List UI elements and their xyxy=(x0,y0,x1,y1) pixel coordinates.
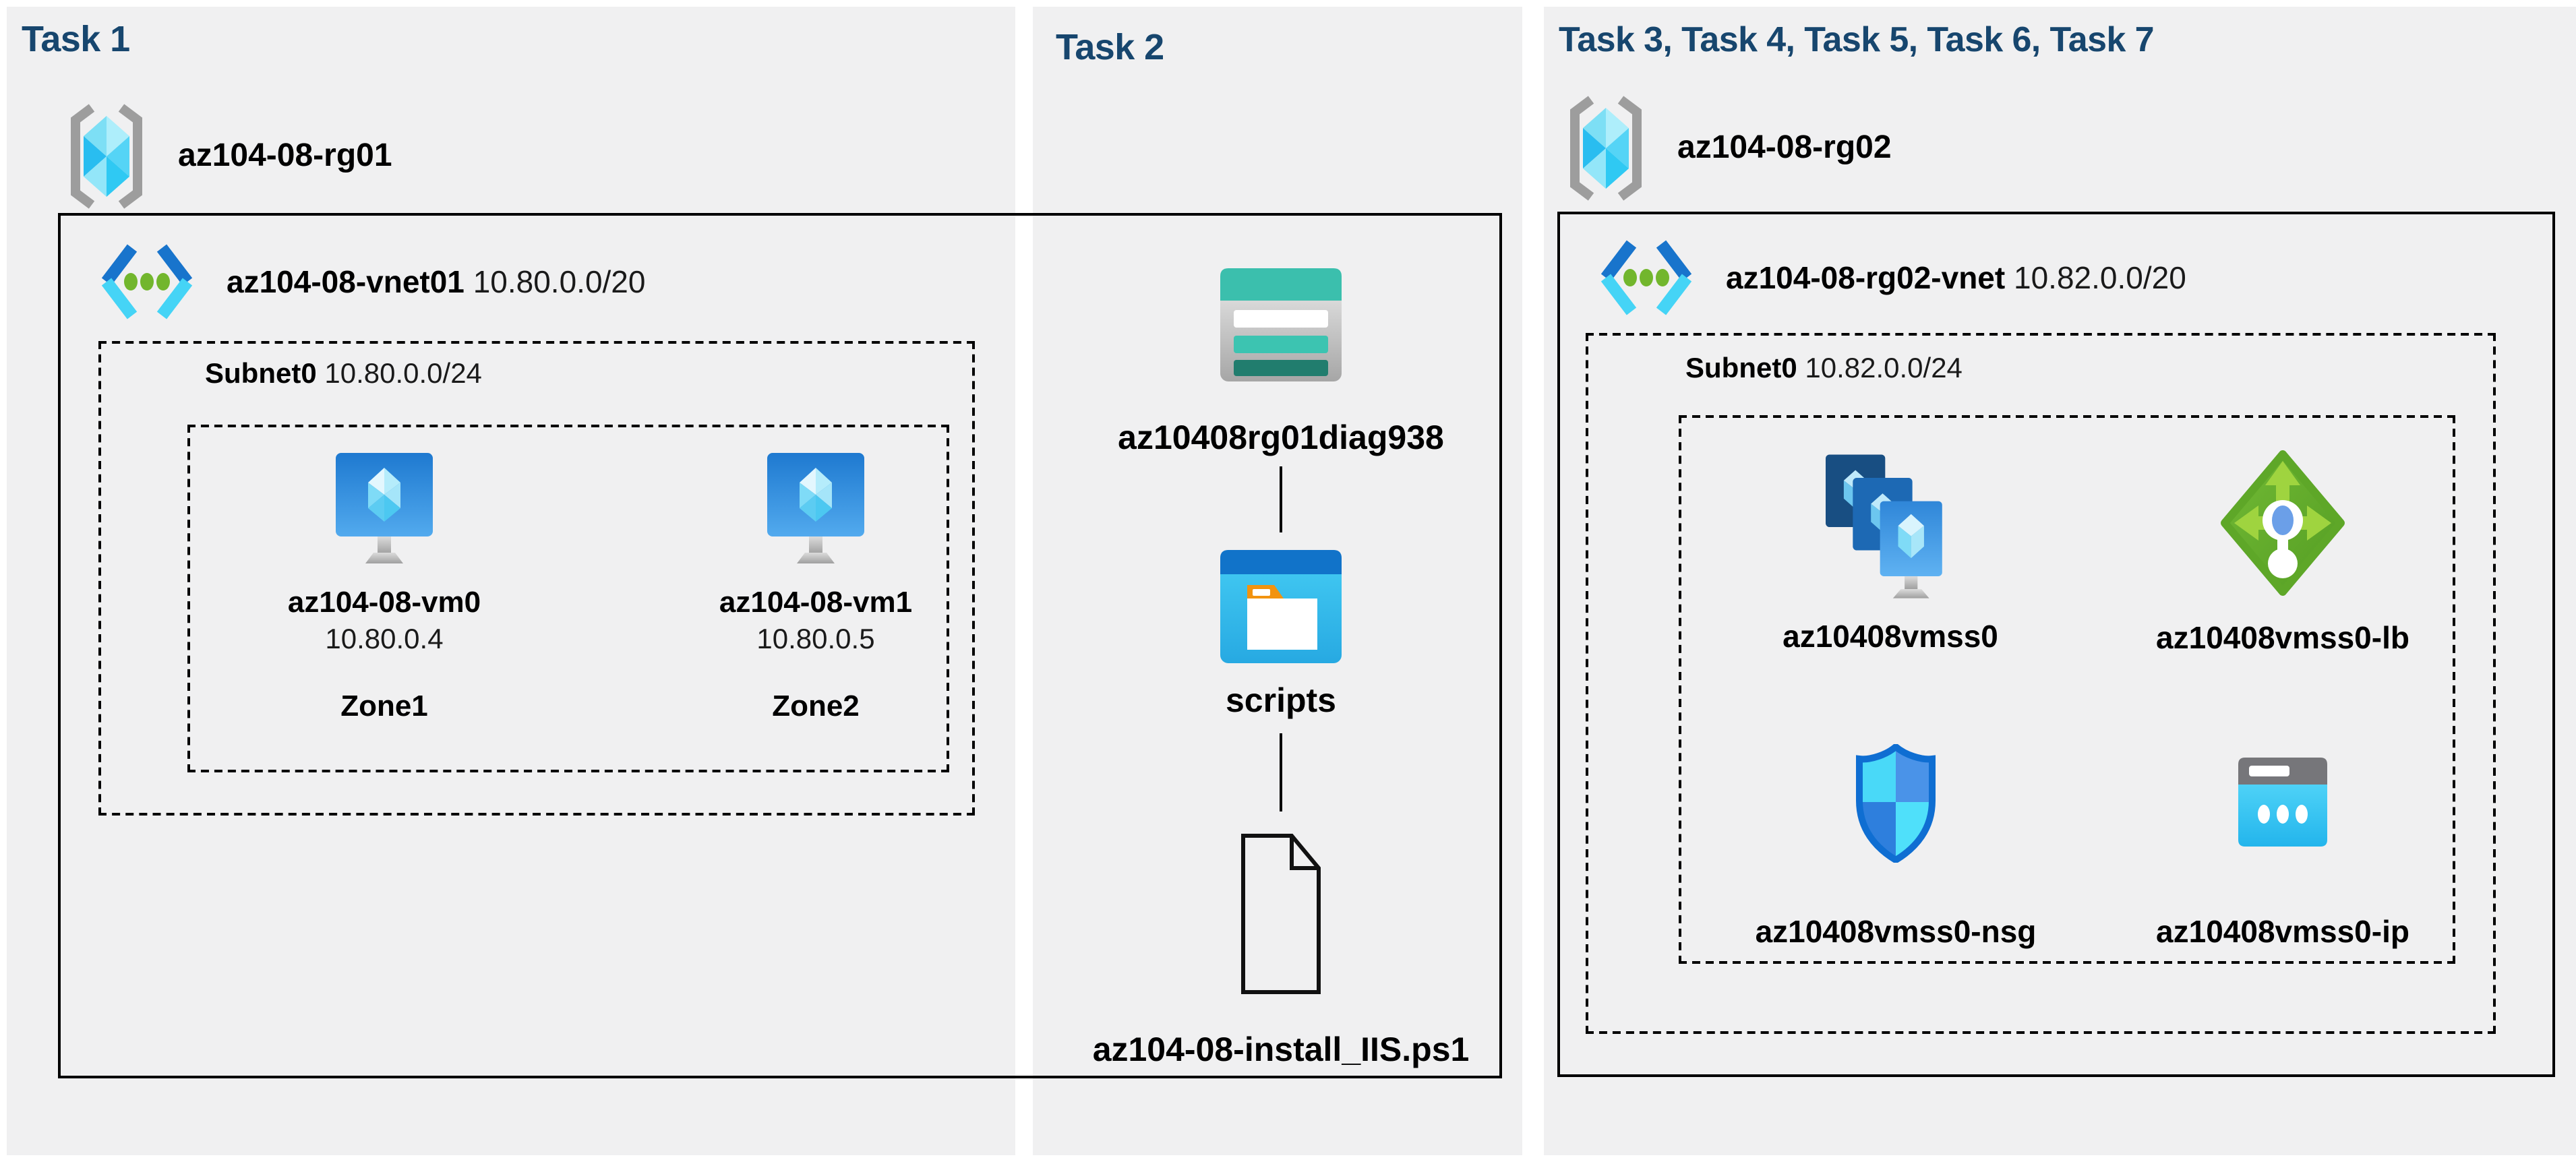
vm-ip: 10.80.0.5 xyxy=(756,624,875,655)
blob-container-node: scripts xyxy=(1079,550,1483,721)
nsg-name: az10408vmss0-nsg xyxy=(1755,914,2037,949)
resource-group-row-rg01: az104-08-rg01 xyxy=(65,100,392,213)
panel-task3 xyxy=(1544,7,2576,1155)
subnet0-dashed-box-left xyxy=(98,341,975,816)
task2-title: Task 2 xyxy=(1056,27,1164,67)
vm-node-vm1: az104-08-vm1 10.80.0.5 Zone2 xyxy=(667,450,964,724)
vnet02-boundary-box xyxy=(1557,212,2555,1077)
vmss-node: az10408vmss0 xyxy=(1742,454,2039,655)
task1-title: Task 1 xyxy=(22,19,130,59)
public-ip-node: az10408vmss0-ip xyxy=(2134,758,2431,950)
subnet-name: Subnet0 xyxy=(205,359,317,390)
public-ip-name: az10408vmss0-ip xyxy=(2156,914,2409,949)
vmss-name: az10408vmss0 xyxy=(1783,619,1998,654)
script-file-node: az104-08-install_IIS.ps1 xyxy=(1079,832,1483,1070)
vnet-cidr: 10.80.0.0/20 xyxy=(473,264,646,299)
vm-zone-dashed-box xyxy=(187,425,949,772)
vnet-label: az104-08-rg02-vnet 10.82.0.0/20 xyxy=(1726,259,2186,296)
vmss-dashed-box xyxy=(1679,415,2455,964)
blob-container-name: scripts xyxy=(1226,682,1336,720)
load-balancer-name: az10408vmss0-lb xyxy=(2156,620,2409,655)
storage-account-icon xyxy=(1220,268,1342,381)
load-balancer-node: az10408vmss0-lb xyxy=(2134,450,2431,656)
vm-zone: Zone2 xyxy=(772,689,860,723)
vm-scale-set-icon xyxy=(1826,454,1955,600)
vm-name: az104-08-vm0 xyxy=(287,585,481,619)
virtual-machine-icon xyxy=(765,450,867,566)
subnet0-dashed-box-right xyxy=(1586,333,2496,1034)
network-security-group-icon xyxy=(1854,744,1938,863)
load-balancer-icon xyxy=(2221,450,2345,596)
subnet-cidr: 10.82.0.0/24 xyxy=(1805,353,1963,384)
vnet-row-vnet02: az104-08-rg02-vnet 10.82.0.0/20 xyxy=(1596,240,2186,315)
task3-title: Task 3, Task 4, Task 5, Task 6, Task 7 xyxy=(1559,19,2155,59)
panel-task1 xyxy=(7,7,1015,1155)
resource-group-icon xyxy=(1564,92,1648,205)
resource-group-name: az104-08-rg02 xyxy=(1677,129,1892,166)
script-file-name: az104-08-install_IIS.ps1 xyxy=(1092,1031,1470,1069)
subnet-cidr: 10.80.0.0/24 xyxy=(324,359,482,390)
public-ip-icon xyxy=(2238,758,2327,847)
vnet01-boundary-box xyxy=(58,213,1502,1078)
nsg-node: az10408vmss0-nsg xyxy=(1747,744,2044,950)
vnet-name: az104-08-rg02-vnet xyxy=(1726,259,2006,295)
vm-node-vm0: az104-08-vm0 10.80.0.4 Zone1 xyxy=(236,450,533,724)
connector-line xyxy=(1280,466,1282,532)
subnet-label: Subnet0 10.82.0.0/24 xyxy=(1685,353,1963,386)
storage-account-name: az10408rg01diag938 xyxy=(1118,419,1444,457)
vnet-label: az104-08-vnet01 10.80.0.0/20 xyxy=(227,264,646,300)
vm-name: az104-08-vm1 xyxy=(719,585,913,619)
subnet-label: Subnet0 10.80.0.0/24 xyxy=(205,359,482,391)
blob-container-icon xyxy=(1220,550,1342,663)
resource-group-row-rg02: az104-08-rg02 xyxy=(1564,92,1892,205)
virtual-network-icon xyxy=(97,244,197,319)
storage-account-node: az10408rg01diag938 xyxy=(1079,268,1483,458)
resource-group-name: az104-08-rg01 xyxy=(178,137,392,174)
vnet-row-vnet01: az104-08-vnet01 10.80.0.0/20 xyxy=(97,244,646,319)
resource-group-icon xyxy=(65,100,148,213)
virtual-machine-icon xyxy=(333,450,436,566)
vnet-cidr: 10.82.0.0/20 xyxy=(2014,259,2186,295)
vnet-name: az104-08-vnet01 xyxy=(227,264,465,299)
file-icon xyxy=(1239,832,1323,996)
vm-ip: 10.80.0.4 xyxy=(325,624,444,655)
subnet-name: Subnet0 xyxy=(1685,353,1797,384)
virtual-network-icon xyxy=(1596,240,1696,315)
vm-zone: Zone1 xyxy=(340,689,428,723)
connector-line xyxy=(1280,733,1282,811)
